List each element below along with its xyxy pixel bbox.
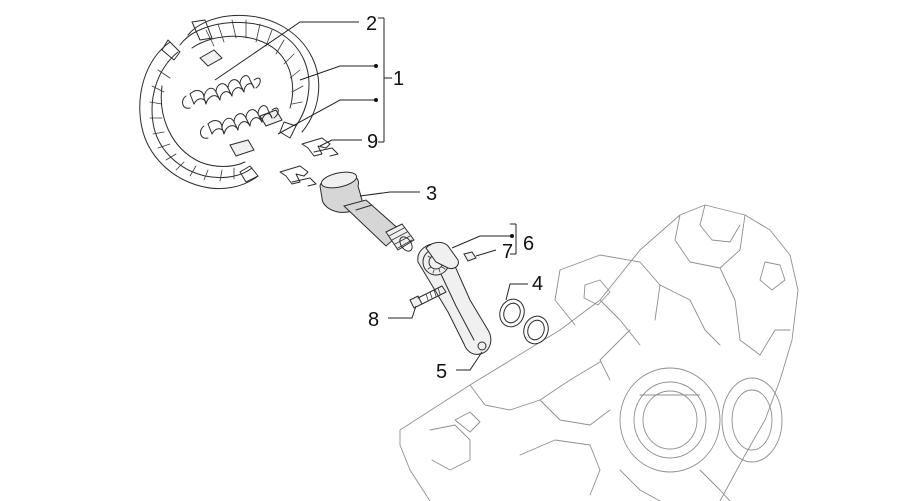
brake-shoe-assembly [139,14,320,190]
upper-spring [182,75,261,109]
leader-dots [374,64,514,238]
leader-lines [214,17,528,371]
callout-1: 1 [393,68,404,90]
brake-camshaft [319,171,415,252]
callout-7: 7 [502,241,513,263]
spring-clips [279,137,339,187]
engine-casing [399,204,799,501]
callout-labels: 2 1 9 3 6 7 4 8 5 [366,13,543,383]
brake-lever-assembly [409,241,549,355]
callout-2: 2 [366,13,377,35]
callout-9: 9 [367,131,378,153]
callout-3: 3 [426,183,437,205]
lower-spring [200,105,279,139]
callout-4: 4 [532,273,543,295]
callout-8: 8 [368,309,379,331]
return-springs [182,75,279,139]
callout-5: 5 [436,361,447,383]
callout-6: 6 [523,233,534,255]
